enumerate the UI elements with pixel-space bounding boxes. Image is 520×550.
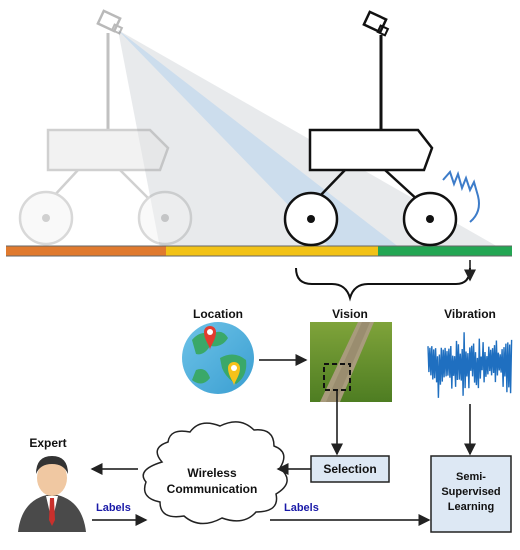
camera-icon [96, 9, 122, 33]
selection-label: Selection [323, 462, 377, 476]
vibration-signal-icon [427, 332, 513, 398]
ground-orange [6, 246, 166, 256]
ssl-label-line3: Learning [447, 501, 495, 513]
expert-avatar-icon [18, 456, 86, 532]
vibration-label: Vibration [444, 307, 496, 321]
expert-label: Expert [29, 436, 67, 450]
ground-green [378, 246, 512, 256]
map-pin-icon [204, 326, 216, 350]
location-label: Location [193, 307, 243, 321]
grass-image [310, 322, 392, 402]
ground-yellow [166, 246, 378, 256]
cloud-icon [142, 421, 288, 525]
ssl-label-line2: Supervised [441, 486, 501, 498]
wireless-label-line1: Wireless [187, 466, 237, 480]
vibration-squiggle [442, 170, 480, 223]
wireless-label-line2: Communication [166, 482, 258, 496]
ssl-label-line1: Semi- [456, 471, 486, 483]
globe-icon [182, 322, 254, 394]
robot-active [283, 10, 458, 247]
camera-icon [362, 10, 388, 34]
vision-label: Vision [332, 307, 368, 321]
camera-beam-highlight [118, 30, 400, 248]
labels-right: Labels [284, 502, 319, 514]
curly-brace [295, 267, 471, 302]
map-pin-icon [228, 362, 240, 386]
labels-left: Labels [96, 502, 131, 514]
ssl-box [430, 455, 512, 533]
selection-box [310, 455, 390, 483]
robot-ghost [18, 9, 193, 246]
